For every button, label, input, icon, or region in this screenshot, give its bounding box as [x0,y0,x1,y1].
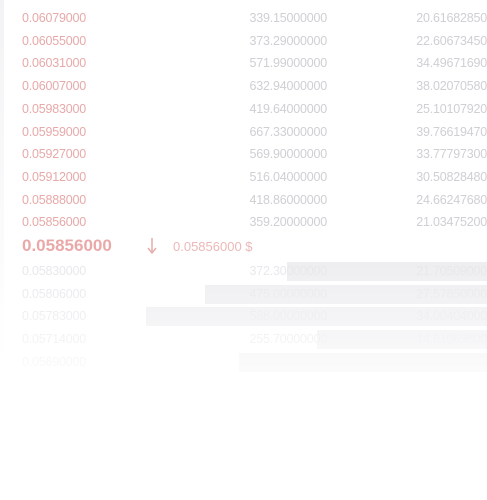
ask-amount: 571.99000000 [249,56,327,71]
ask-row[interactable]: 0.05983000 419.64000000 25.10107920 [0,99,487,119]
ask-row[interactable]: 0.05856000 359.20000000 21.03475200 [0,212,487,232]
bid-price: 0.05714000 [22,332,87,347]
last-price-usd: 0.05856000 $ [173,239,253,254]
ask-amount: 418.86000000 [249,192,327,207]
bid-row[interactable]: 0.05714000 255.70000000 14.61069800 [0,329,487,350]
ask-price: 0.05856000 [22,215,87,230]
ask-price: 0.05888000 [22,192,87,207]
ask-amount: 373.29000000 [249,33,327,48]
ask-price: 0.05927000 [22,147,87,162]
ask-row[interactable]: 0.05912000 516.04000000 30.50828480 [0,167,487,187]
ask-amount: 339.15000000 [249,11,327,25]
ask-price: 0.05983000 [22,101,87,116]
bid-price: 0.05783000 [22,309,87,324]
bid-row[interactable] [0,375,487,395]
ask-price: 0.06031000 [22,56,87,71]
bid-amount: 475.00000000 [249,286,327,301]
ask-total: 24.66247680 [416,192,487,207]
ask-price: 0.05959000 [22,124,87,139]
ask-amount: 419.64000000 [249,101,327,116]
depth-bar [238,352,487,372]
ask-price: 0.06055000 [22,33,87,48]
ask-total: 38.02070580 [416,79,487,94]
bid-amount: 372.30000000 [249,264,327,278]
ask-row[interactable]: 0.05959000 667.33000000 39.76619470 [0,122,487,142]
bid-total: 14.61069800 [416,332,487,347]
ask-total: 34.49671690 [416,56,487,71]
ask-amount: 569.90000000 [249,147,327,162]
bid-price: 0.05806000 [22,286,87,301]
bid-total: 34.00404000 [416,309,487,324]
bid-price: 0.05830000 [22,264,87,278]
ask-total: 25.10107920 [416,101,487,116]
bid-amount: 255.70000000 [249,332,327,347]
ask-price: 0.05912000 [22,169,87,184]
ask-total: 21.03475200 [416,215,487,230]
ask-row[interactable]: 0.05927000 569.90000000 33.77797300 [0,144,487,164]
ask-amount: 632.94000000 [249,79,327,94]
ask-row[interactable]: 0.06055000 373.29000000 22.60673450 [0,31,487,51]
ask-total: 33.77797300 [416,147,487,162]
bid-total: 21.70509000 [416,264,487,278]
bid-row[interactable]: 0.05690000 [0,352,487,372]
arrow-down-icon [147,238,157,255]
ask-amount: 359.20000000 [249,215,327,230]
ask-total: 39.76619470 [416,124,487,139]
ask-row[interactable]: 0.06031000 571.99000000 34.49671690 [0,53,487,73]
panel-edge [0,0,4,380]
ask-price: 0.06007000 [22,79,87,94]
ask-amount: 667.33000000 [249,124,327,139]
bid-row[interactable]: 0.05806000 475.00000000 27.57850000 [0,284,487,304]
bid-amount: 588.00000000 [249,309,327,324]
bid-row[interactable]: 0.05783000 588.00000000 34.00404000 [0,306,487,327]
ask-row[interactable]: 0.06079000 339.15000000 20.61682850 [0,8,487,28]
bid-price: 0.05690000 [22,354,87,369]
ask-total: 20.61682850 [416,11,487,25]
mid-price-row: 0.05856000 0.05856000 $ [0,233,487,259]
ask-total: 30.50828480 [416,169,487,184]
last-price: 0.05856000 [22,236,112,255]
ask-row[interactable]: 0.06007000 632.94000000 38.02070580 [0,76,487,96]
ask-price: 0.06079000 [22,11,87,25]
bid-total: 27.57850000 [416,286,487,301]
ask-row[interactable]: 0.05888000 418.86000000 24.66247680 [0,190,487,210]
bid-row[interactable]: 0.05830000 372.30000000 21.70509000 [0,261,487,281]
ask-total: 22.60673450 [416,33,487,48]
ask-amount: 516.04000000 [249,169,327,184]
